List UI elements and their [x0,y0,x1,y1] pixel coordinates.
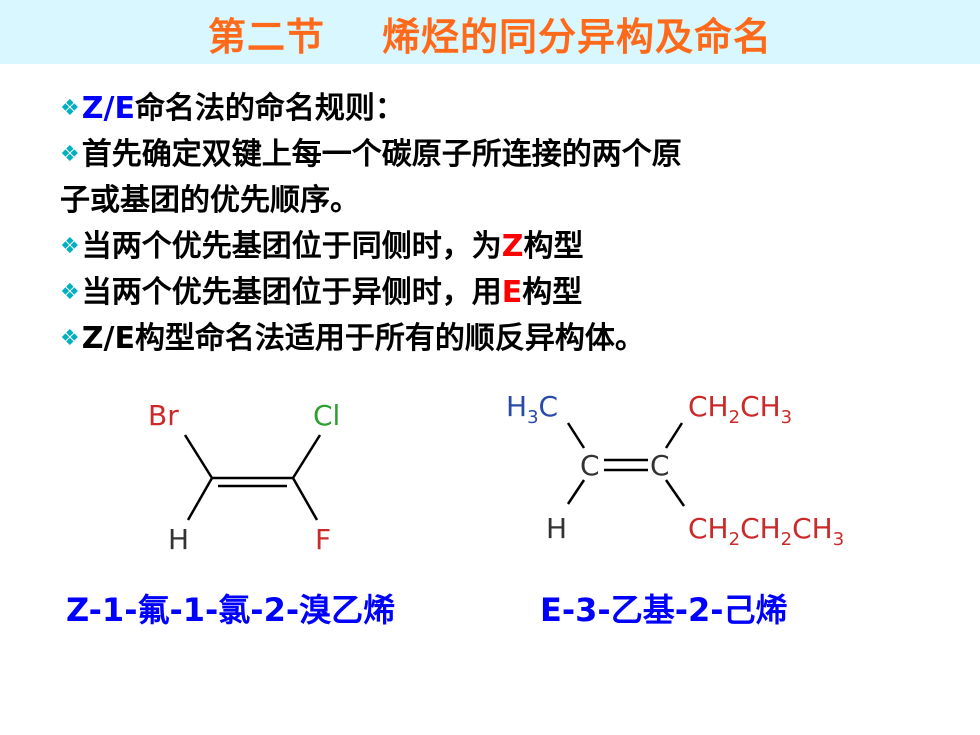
bullet-5: ❖Z/E构型命名法适用于所有的顺反异构体。 [60,316,940,362]
bullet-4: ❖当两个优先基团位于异侧时，用E构型 [60,270,940,316]
atom-h: H [168,523,189,556]
bond [664,479,686,507]
atom-h: H [546,512,567,545]
molecule-1-bonds [183,434,322,521]
molecule-2-bonds [566,422,686,507]
group-propyl: CH2CH2CH3 [688,512,844,550]
diamond-bullet-icon: ❖ [60,142,80,167]
bullet-1-text: 命名法的命名规则： [134,91,405,126]
group-h3c: H3C [506,390,558,428]
bullet-3: ❖当两个优先基团位于同侧时，为Z构型 [60,224,940,270]
diamond-bullet-icon: ❖ [60,234,80,259]
atom-f: F [315,523,331,556]
bullet-5-text: Z/E构型命名法适用于所有的顺反异构体。 [81,321,645,356]
atom-br: Br [148,399,179,432]
bullet-2-cont: 子或基团的优先顺序。 [60,183,360,218]
page-title: 第二节 烯烃的同分异构及命名 [208,15,772,59]
diamond-bullet-icon: ❖ [60,280,80,305]
bullet-2: ❖首先确定双键上每一个碳原子所连接的两个原 [60,132,940,178]
title-bar: 第二节 烯烃的同分异构及命名 [0,0,980,64]
bond [186,477,214,521]
bullet-4-before: 当两个优先基团位于异侧时，用 [81,275,502,310]
bond [566,422,586,449]
molecule-2-structure: H3C CH2CH3 C C H CH2CH2CH3 [506,390,844,550]
bullet-4-after: 构型 [522,275,583,310]
group-ethyl: CH2CH3 [688,390,792,428]
bullet-1: ❖Z/E命名法的命名规则： [60,86,940,132]
bullet-3-letter: Z [501,229,524,264]
bullet-3-before: 当两个优先基团位于同侧时，为 [81,229,502,264]
molecule-2-caption: E-3-乙基-2-己烯 [540,591,788,629]
molecule-1-structure: Br Cl H F [148,399,340,556]
molecule-1-caption: Z-1-氟-1-氯-2-溴乙烯 [66,591,396,629]
atom-c1: C [580,449,600,482]
atom-c2: C [650,449,670,482]
bullet-1-prefix: Z/E [81,91,135,126]
bond [291,477,319,521]
atom-cl: Cl [313,399,340,432]
bond [183,434,214,479]
bullet-4-letter: E [501,275,523,310]
bullet-list: ❖Z/E命名法的命名规则： ❖首先确定双键上每一个碳原子所连接的两个原 子或基团… [60,86,940,362]
bullet-2-text: 首先确定双键上每一个碳原子所连接的两个原 [81,137,682,172]
bond [291,434,322,479]
diamond-bullet-icon: ❖ [60,96,80,121]
bullet-2-continuation: 子或基团的优先顺序。 [60,178,940,224]
bond [664,422,684,449]
bullet-3-after: 构型 [523,229,584,264]
bond [566,479,586,505]
diamond-bullet-icon: ❖ [60,326,80,351]
